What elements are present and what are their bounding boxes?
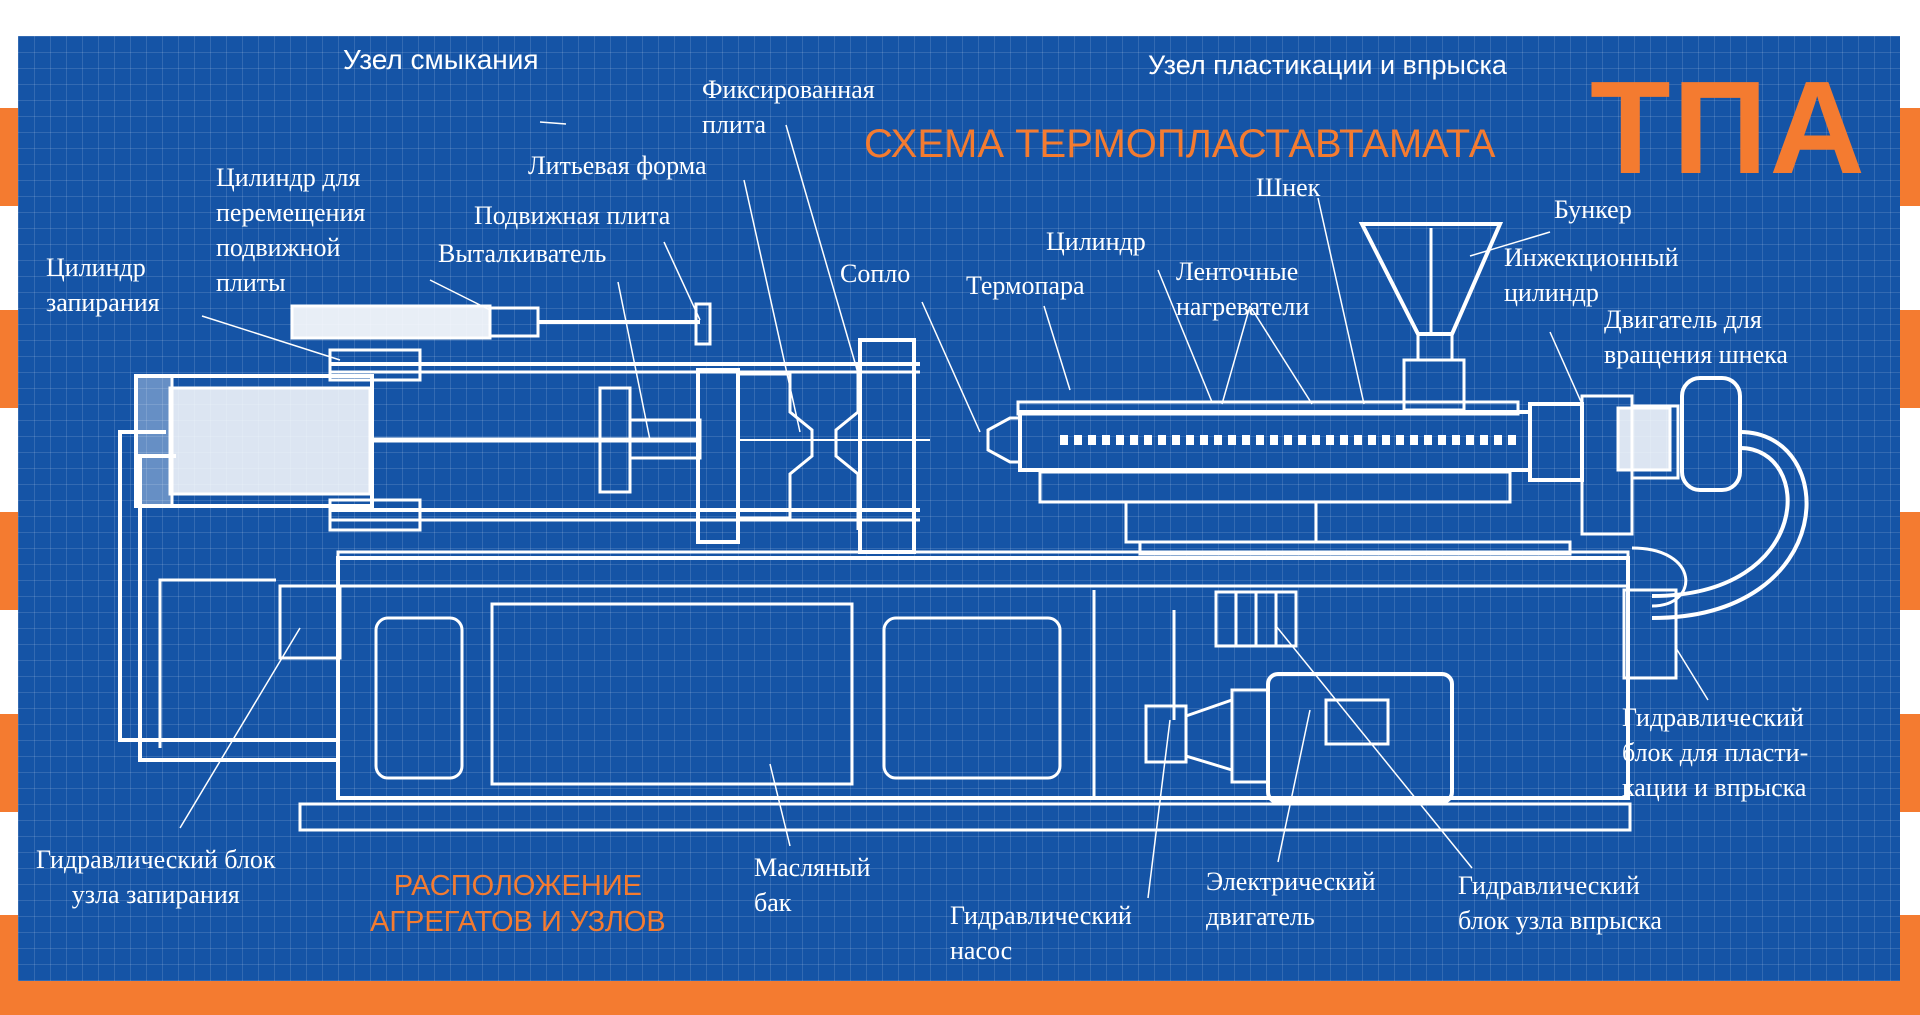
- label-movable-plate: Подвижная плита: [474, 201, 671, 230]
- movable-platen: [696, 368, 740, 544]
- label-hyd-block-inject: Гидравлический блок узла впрыска: [1458, 871, 1662, 935]
- label-locking-cylinder: Цилиндр запирания: [46, 253, 160, 317]
- label-screw: Шнек: [1256, 173, 1321, 202]
- label-nozzle: Сопло: [840, 259, 911, 288]
- label-cylinder: Цилиндр: [1046, 227, 1146, 256]
- base-top-rail: [336, 550, 1630, 588]
- hydraulic-block-clamp: [278, 584, 342, 660]
- hydraulic-block-plast: [1622, 588, 1678, 680]
- plate-move-cylinder: [290, 304, 492, 340]
- label-injection-cylinder: Инжекционный цилиндр: [1504, 243, 1679, 307]
- scheme-title: СХЕМА ТЕРМОПЛАСТАВТАМАТА: [864, 122, 1496, 166]
- label-thermocouple: Термопара: [966, 271, 1085, 300]
- mold: [736, 372, 814, 520]
- label-hyd-block-clamp: Гидравлический блок узла запирания: [36, 845, 276, 909]
- screw-motor: [1616, 406, 1672, 472]
- label-fixed-plate: Фиксированная плита: [702, 75, 875, 139]
- injection-unit-title: Узел пластикации и впрыска: [1148, 50, 1507, 80]
- machine-base: [336, 556, 1630, 800]
- label-screw-motor: Двигатель для вращения шнека: [1604, 305, 1788, 369]
- leader-lines: [179, 121, 1709, 899]
- label-band-heaters: Ленточные нагреватели: [1176, 257, 1310, 321]
- label-mold: Литьевая форма: [528, 151, 707, 180]
- layout-title: РАСПОЛОЖЕНИЕ АГРЕГАТОВ И УЗЛОВ: [370, 870, 666, 938]
- label-hyd-pump: Гидравлический насос: [950, 901, 1132, 965]
- floor-plate: [298, 802, 1632, 832]
- oil-tank: [490, 602, 854, 786]
- label-electric-motor: Электрический двигатель: [1206, 867, 1376, 931]
- screw-motor-housing: [1680, 376, 1742, 492]
- label-hyd-block-plast: Гидравлический блок для пласти- кации и …: [1622, 703, 1809, 802]
- nozzle: [986, 416, 1022, 464]
- electric-motor: [1266, 672, 1454, 804]
- label-ejector: Выталкиватель: [438, 239, 607, 268]
- fixed-plate: [858, 338, 916, 554]
- panel-door: [882, 616, 1062, 780]
- injection-cylinder: [1528, 402, 1584, 482]
- clamp-unit-title: Узел смыкания: [343, 44, 539, 75]
- panel-door: [374, 616, 464, 780]
- label-hopper: Бункер: [1554, 195, 1632, 224]
- label-cylinder-move: Цилиндр для перемещения подвижной плиты: [216, 163, 366, 297]
- tpa-title: ТПА: [1590, 54, 1867, 201]
- label-oil-tank: Масляный бак: [754, 853, 871, 917]
